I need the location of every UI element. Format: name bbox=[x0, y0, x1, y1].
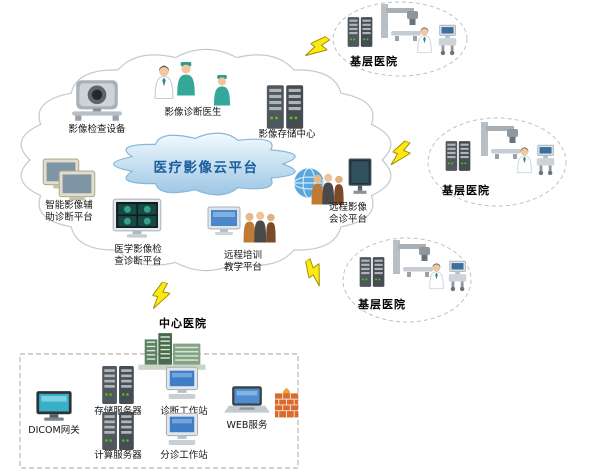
storage-center-label: 影像存储中心 bbox=[258, 129, 316, 140]
compute-server-label: 计算服务器 bbox=[94, 450, 142, 461]
lightning-bolt-icon bbox=[302, 31, 334, 65]
exam-query-platform-label: 医学影像检 查诊断平台 bbox=[114, 244, 162, 268]
server-rack-icon bbox=[444, 138, 472, 174]
lightning-bolt-icon bbox=[150, 280, 172, 312]
branch-hospital-top-label: 基层医院 bbox=[350, 55, 398, 68]
consult-display-icon bbox=[348, 158, 372, 195]
doctor-icon bbox=[428, 262, 445, 290]
triage-workstation-label: 分诊工作站 bbox=[160, 450, 208, 461]
imaging-equipment-label: 影像检查设备 bbox=[68, 124, 126, 135]
ai-assist-platform-label: 智能影像辅 助诊断平台 bbox=[45, 200, 93, 224]
server-rack-icon bbox=[264, 84, 306, 130]
server-rack-icon bbox=[358, 254, 386, 290]
branch-hospital-boundary-bottom bbox=[342, 237, 472, 323]
dicom-gateway-label: DICOM网关 bbox=[28, 425, 80, 436]
platform-title: 医疗影像云平台 bbox=[153, 160, 259, 176]
central-hospital-label: 中心医院 bbox=[159, 317, 207, 330]
branch-hospital-bottom-label: 基层医院 bbox=[358, 298, 406, 311]
workstation-icon bbox=[162, 412, 202, 448]
lightning-bolt-icon bbox=[299, 255, 331, 289]
laptop-icon bbox=[224, 384, 270, 416]
remote-consult-platform-label: 远程影像 会诊平台 bbox=[328, 202, 367, 226]
diagnosis-workstation-label: 诊断工作站 bbox=[160, 406, 208, 417]
monitor-icon bbox=[206, 206, 242, 236]
firewall-icon bbox=[274, 387, 299, 419]
cloud-outline bbox=[20, 48, 392, 272]
web-service-label: WEB服务 bbox=[226, 420, 268, 431]
medical-viewer-icon bbox=[112, 198, 162, 241]
doctor-icon bbox=[516, 146, 533, 174]
ultrasound-cart-icon bbox=[436, 24, 460, 56]
branch-hospital-middle-label: 基层医院 bbox=[442, 184, 490, 197]
ultrasound-cart-icon bbox=[446, 260, 470, 292]
people-group-icon bbox=[240, 210, 278, 244]
nurse-icon bbox=[175, 61, 197, 97]
server-rack-icon bbox=[100, 411, 136, 451]
crt-monitor-icon bbox=[58, 170, 96, 201]
doctor-icon bbox=[153, 64, 175, 100]
workstation-icon bbox=[162, 366, 202, 402]
lightning-bolt-icon bbox=[387, 137, 415, 171]
ultrasound-cart-icon bbox=[534, 144, 558, 176]
diagnosis-doctors-label: 影像诊断医生 bbox=[164, 107, 222, 118]
platform-cloud-shape bbox=[113, 132, 296, 196]
dicom-gateway-icon bbox=[34, 390, 74, 423]
server-rack-icon bbox=[100, 365, 136, 405]
nurse-icon bbox=[212, 74, 232, 107]
doctor-icon bbox=[416, 26, 433, 54]
people-group-icon bbox=[308, 172, 346, 206]
remote-training-platform-label: 远程培训 教学平台 bbox=[223, 250, 262, 274]
branch-hospital-boundary-top bbox=[332, 1, 468, 77]
ct-scanner-icon bbox=[70, 78, 124, 122]
server-rack-icon bbox=[346, 14, 374, 50]
branch-hospital-boundary-middle bbox=[427, 117, 567, 207]
storage-server-label: 存储服务器 bbox=[94, 406, 142, 417]
